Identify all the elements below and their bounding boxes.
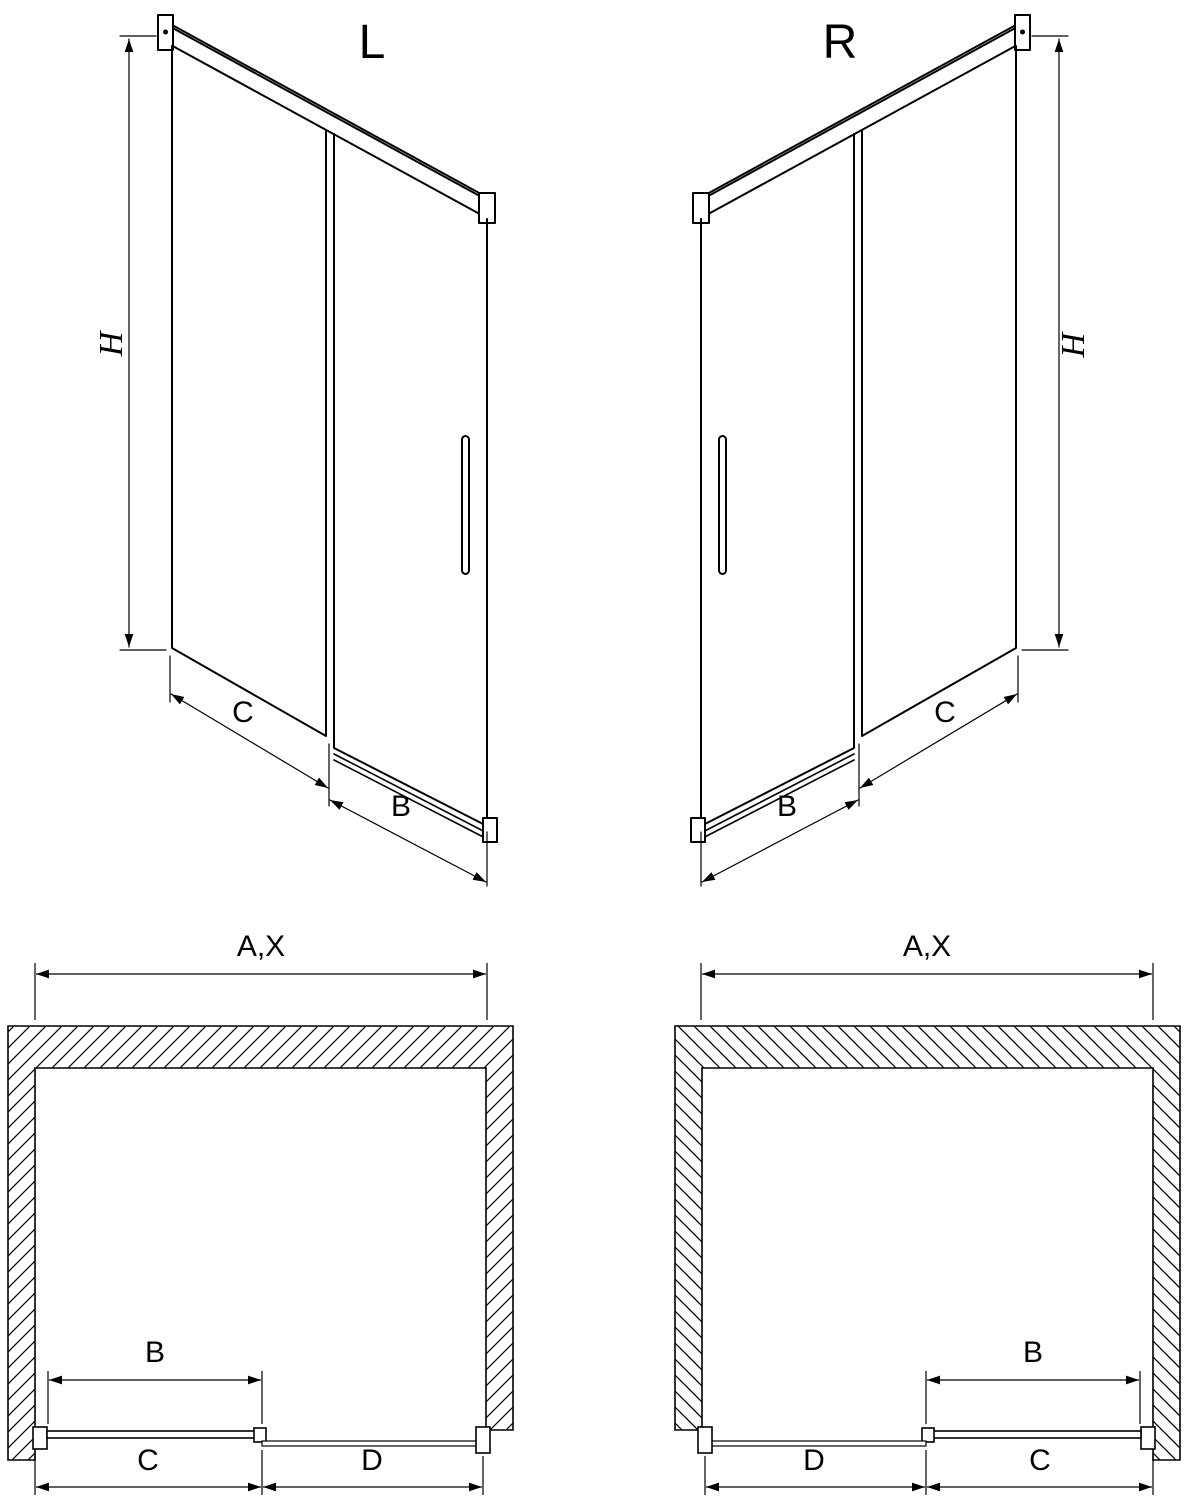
plan-view-left: A,X B C D <box>8 930 513 1495</box>
iso-left-title-label: L <box>359 16 386 69</box>
plan-right-dim-ax-label: A,X <box>903 930 951 963</box>
plan-view-left-drawing <box>8 963 513 1495</box>
iso-left-dim-c-label: C <box>232 696 254 729</box>
iso-left-dim-h-label: H <box>93 329 130 357</box>
iso-view-right: R H C B <box>691 15 1091 886</box>
plan-view-right: A,X B D C <box>675 930 1180 1495</box>
iso-right-dim-c-label: C <box>934 696 956 729</box>
plan-right-dim-c-label: C <box>1029 1444 1051 1477</box>
iso-right-title-label: R <box>823 16 858 69</box>
plan-left-dim-ax-label: A,X <box>237 930 285 963</box>
iso-right-dim-h-label: H <box>1054 331 1091 359</box>
plan-left-dim-d-label: D <box>361 1444 383 1477</box>
plan-right-dim-d-label: D <box>803 1444 825 1477</box>
plan-left-dim-c-label: C <box>137 1444 159 1477</box>
plan-left-dim-b-label: B <box>145 1336 165 1369</box>
iso-view-left-drawing <box>120 15 497 886</box>
iso-right-dim-b-label: B <box>777 790 797 823</box>
iso-view-left: L H C B <box>93 15 497 886</box>
plan-right-dim-b-label: B <box>1023 1336 1043 1369</box>
plan-view-right-drawing <box>675 963 1180 1495</box>
iso-view-right-drawing <box>691 15 1068 886</box>
iso-left-dim-b-label: B <box>391 790 411 823</box>
